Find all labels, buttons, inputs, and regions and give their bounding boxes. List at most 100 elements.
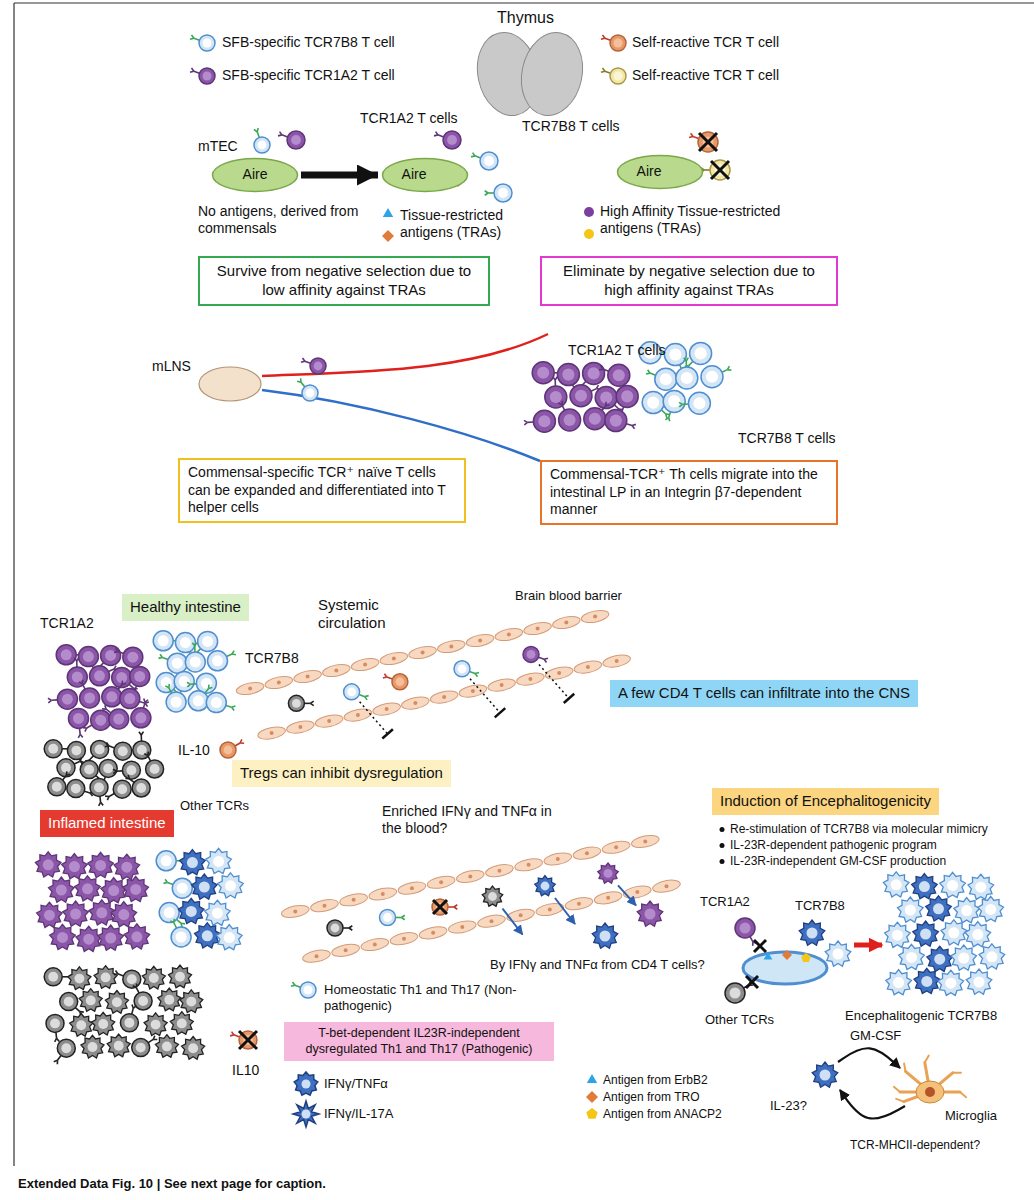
legend-swatch [199,35,215,51]
endothelial-cell [485,862,515,878]
cell-nucleus [193,695,204,706]
receptor-stem [387,677,393,679]
arrow [618,885,636,905]
t-cell [44,740,62,758]
tcr-receptor [602,402,610,411]
cell-nucleus [933,903,944,914]
receptor-stem [234,1035,240,1037]
receptor-arm [192,68,194,71]
endothelial-nucleus [314,954,318,958]
t-cell [608,364,630,386]
receptor-stem [282,135,288,137]
x-stroke [711,161,729,179]
endothelial-cell [339,892,369,908]
cell-nucleus [84,765,94,775]
x-stroke [699,133,717,151]
receptor-stem [669,412,671,418]
activated-t-cell [899,944,925,969]
tcr-receptor [192,643,197,652]
bullet-text: IL-23R-dependent pathogenic program [730,838,1026,852]
receptor-arm [606,405,610,406]
note-box: Commensal-specific TCR⁺ naïve T cells ca… [178,458,466,523]
cell-nucleus [693,397,705,409]
cell-nucleus [614,39,623,48]
t-cell [698,132,718,152]
t-cell [48,778,66,796]
t-cell [185,652,205,672]
cell-nucleus [498,188,508,198]
t-cell [56,645,76,665]
cell-nucleus [985,904,996,915]
endothelial-cell [552,614,582,630]
bullet-marks [720,827,725,864]
endothelial-nucleus [439,880,443,884]
legend-text: Antigen from TRO [603,1090,699,1104]
receptor-arm [485,191,488,193]
receptor-stem [682,403,688,405]
receptor-arm [145,700,148,703]
endothelial-nucleus [373,943,377,947]
tcr-receptor [114,648,123,653]
cell-nucleus [176,932,187,943]
endothelial-cell [257,725,287,741]
cell-nucleus [82,883,93,894]
activated-t-cell [966,969,992,994]
receptor-arm [632,426,634,429]
endothelial-cell [372,701,402,717]
tcr-receptor [105,794,114,800]
activated-t-cell [885,922,911,947]
receptor-arm [293,982,295,985]
cell-nucleus [50,1018,60,1028]
receptor-stem [51,699,57,701]
cell-nucleus [127,974,137,984]
cell-nucleus [212,908,223,919]
cell-nucleus [961,905,972,916]
cell-nucleus [575,390,587,402]
receptor-arm [192,35,194,38]
cell-nucleus [383,913,392,922]
endothelial-cell [564,896,594,912]
tcr-receptor [684,358,689,367]
receptor-arm [232,653,236,655]
receptor-arm [365,697,367,700]
cell-nucleus [150,764,160,774]
endothelial-nucleus [556,857,560,861]
tcr-receptor [304,701,313,706]
receptor-arm [240,742,244,744]
receptor-arm [280,132,282,135]
tcr-receptor [187,682,196,687]
cell-nucleus [135,712,146,723]
receptor-arm [691,133,693,136]
cell-nucleus [613,369,625,381]
inhibition-line [539,664,569,698]
receptor-stem [174,923,177,928]
node-text: Aire [243,166,268,184]
activated-t-cell [105,991,128,1014]
t-cell [344,684,360,700]
t-cell [172,878,192,898]
t-cell [220,742,236,758]
tcr-receptor [235,739,244,746]
legend-swatch [293,1101,319,1127]
receptor-stem [475,156,481,158]
t-cell [102,687,122,707]
t-cell [288,695,304,711]
cell-nucleus [61,649,72,660]
legend-text: Self-reactive TCR T cell [632,67,779,84]
receptor-stem [448,906,454,908]
t-cell [60,993,78,1011]
cell-nucleus [86,995,96,1005]
activated-t-cell [191,874,217,899]
t-cell [532,362,554,384]
t-cell [545,386,567,408]
receptor-stem [295,985,301,987]
cell-nucleus [730,988,741,999]
activated-t-cell [598,863,618,883]
receptor-stem [650,373,656,375]
endothelial-cell [235,680,265,696]
t-cell [57,759,75,777]
tcr-receptor [132,1005,137,1015]
t-cell [114,742,132,760]
cell-nucleus [70,909,81,920]
cell-nucleus [127,652,138,663]
